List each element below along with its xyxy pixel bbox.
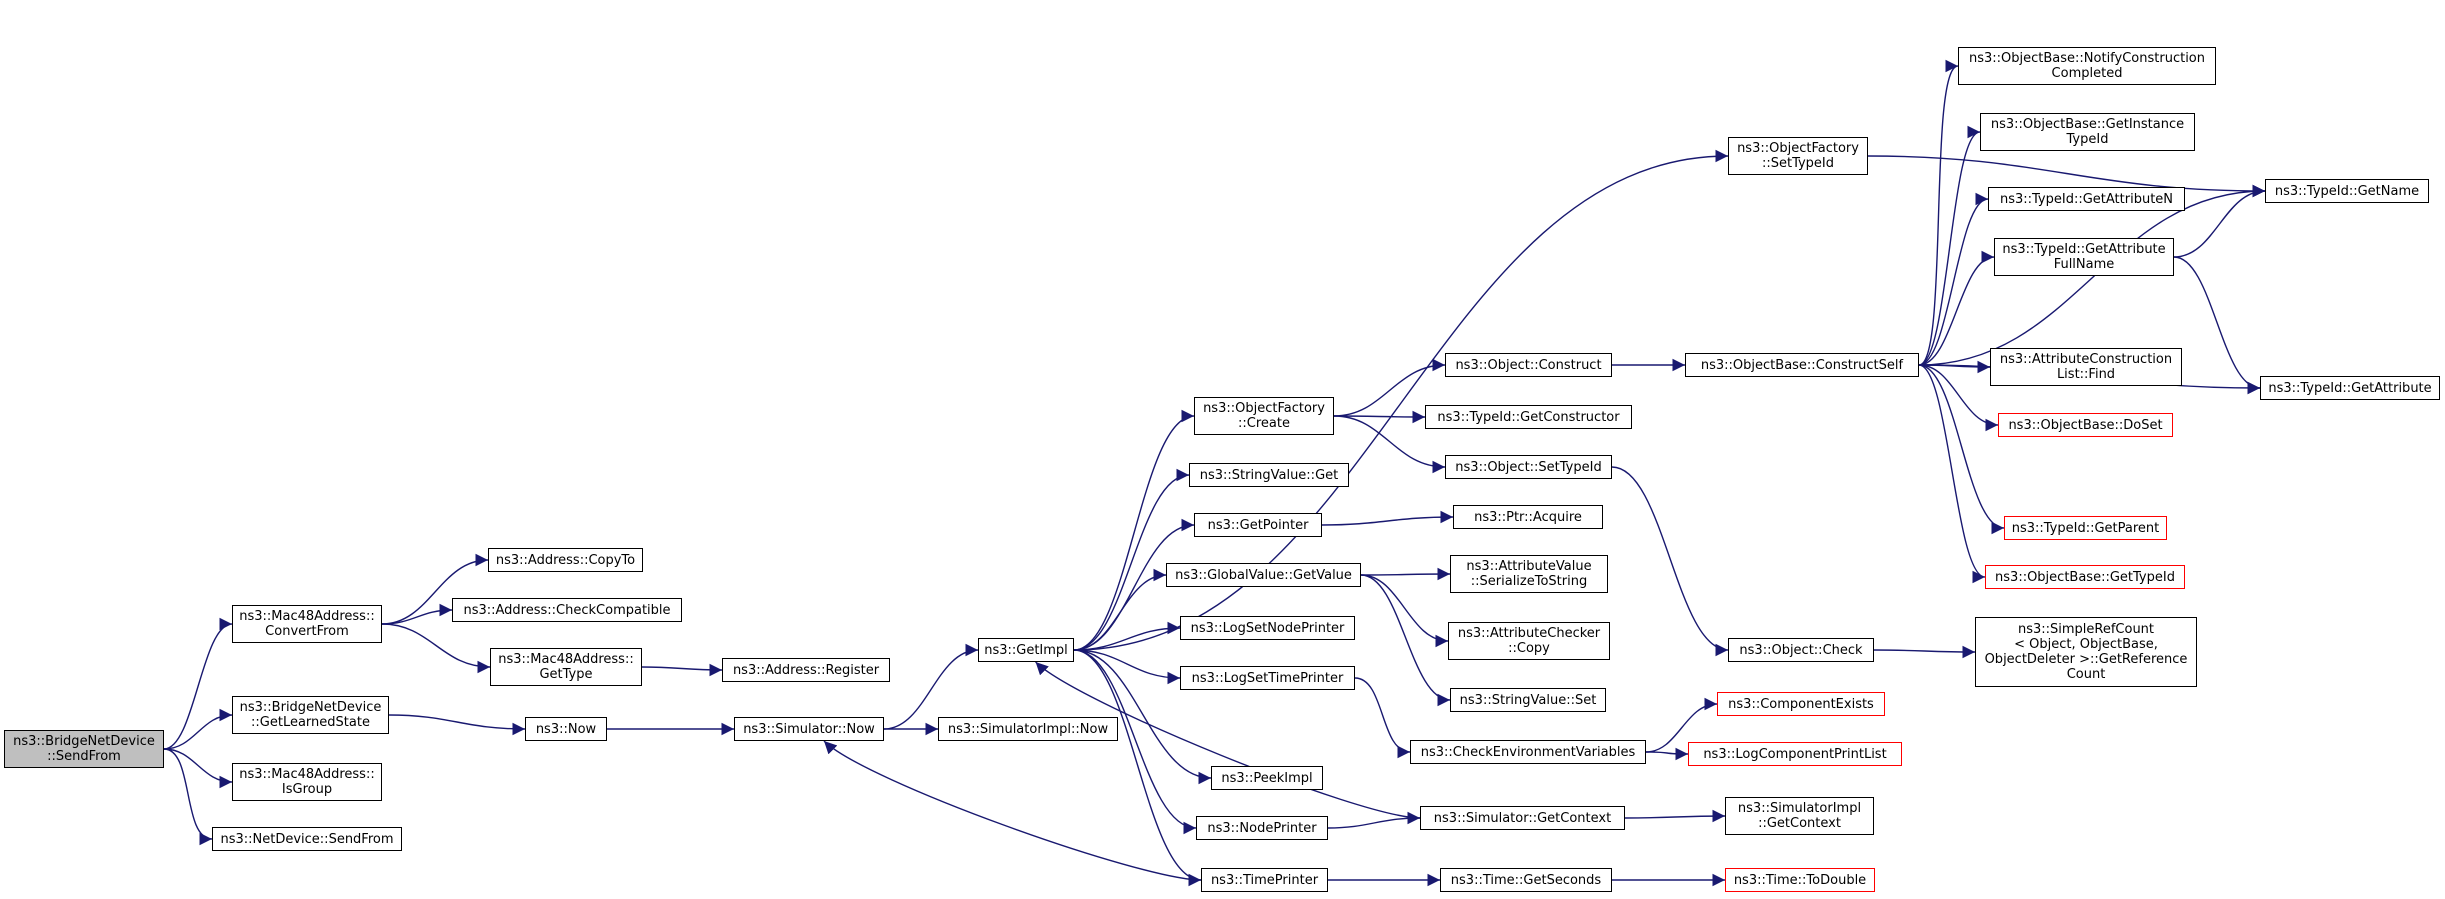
graph-node-peekimpl[interactable]: ns3::PeekImpl [1211, 766, 1323, 790]
graph-node-getlearnedstate[interactable]: ns3::BridgeNetDevice ::GetLearnedState [232, 696, 389, 734]
graph-node-getattributen[interactable]: ns3::TypeId::GetAttributeN [1988, 187, 2185, 211]
graph-edge [163, 748, 233, 789]
graph-node-getinstancetypeid[interactable]: ns3::ObjectBase::GetInstance TypeId [1980, 113, 2195, 151]
graph-node-convertfrom[interactable]: ns3::Mac48Address:: ConvertFrom [232, 605, 382, 643]
graph-edge [1918, 364, 2005, 535]
graph-edge [163, 748, 213, 846]
graph-node-obj-settypeid[interactable]: ns3::Object::SetTypeId [1445, 455, 1612, 479]
graph-edge [1073, 409, 1195, 651]
graph-edge [1918, 250, 1995, 366]
graph-edge [1918, 192, 1989, 366]
graph-node-constructself[interactable]: ns3::ObjectBase::ConstructSelf [1685, 353, 1919, 377]
graph-node-timeprinter[interactable]: ns3::TimePrinter [1201, 868, 1328, 892]
graph-edge [641, 663, 723, 677]
graph-edge [1918, 364, 1999, 432]
graph-edge [1873, 645, 1976, 659]
graph-edge [381, 553, 489, 625]
graph-edge [1073, 649, 1181, 685]
graph-node-of-create[interactable]: ns3::ObjectFactory ::Create [1194, 397, 1334, 435]
graph-node-serializetostring[interactable]: ns3::AttributeValue ::SerializeToString [1450, 555, 1608, 593]
graph-node-getpointer[interactable]: ns3::GetPointer [1194, 513, 1322, 537]
graph-edge [1360, 567, 1451, 581]
graph-node-sendfrom[interactable]: ns3::BridgeNetDevice ::SendFrom [4, 730, 164, 768]
graph-edge [1333, 410, 1426, 424]
graph-node-ptr-acquire[interactable]: ns3::Ptr::Acquire [1453, 505, 1603, 529]
graph-node-logsetnodeprinter[interactable]: ns3::LogSetNodePrinter [1180, 616, 1355, 640]
graph-node-attrconstructionlist-find[interactable]: ns3::AttributeConstruction List::Find [1990, 348, 2182, 386]
graph-node-nodeprinter[interactable]: ns3::NodePrinter [1196, 816, 1328, 840]
graph-edge [381, 623, 491, 674]
graph-edge [883, 643, 979, 730]
graph-node-netdevice-sendfrom[interactable]: ns3::NetDevice::SendFrom [212, 827, 402, 851]
graph-edge [1918, 59, 1959, 366]
graph-node-address-register[interactable]: ns3::Address::Register [722, 658, 890, 682]
graph-edge [1073, 468, 1190, 651]
graph-edge [2173, 256, 2261, 395]
graph-node-checkcompatible[interactable]: ns3::Address::CheckCompatible [452, 598, 682, 622]
graph-node-checker-copy[interactable]: ns3::AttributeChecker ::Copy [1448, 622, 1610, 660]
graph-edge [1073, 568, 1167, 651]
graph-edge [1918, 125, 1981, 366]
graph-edge [1867, 155, 2266, 198]
graph-edge [1073, 649, 1197, 835]
graph-edge [1354, 677, 1411, 759]
graph-node-stringvalue-set[interactable]: ns3::StringValue::Set [1450, 688, 1606, 712]
graph-node-obj-check[interactable]: ns3::Object::Check [1728, 638, 1874, 662]
graph-edge [823, 740, 1202, 881]
graph-edge [1073, 649, 1202, 887]
graph-edge [1321, 510, 1454, 526]
graph-node-now[interactable]: ns3::Now [525, 717, 607, 741]
graph-node-getimpl[interactable]: ns3::GetImpl [978, 638, 1074, 662]
graph-edge [1611, 466, 1729, 657]
graph-node-getparent[interactable]: ns3::TypeId::GetParent [2004, 516, 2167, 540]
graph-node-of-settypeid[interactable]: ns3::ObjectFactory ::SetTypeId [1728, 137, 1868, 175]
graph-node-mac-gettype[interactable]: ns3::Mac48Address:: GetType [490, 648, 642, 686]
graph-node-sim-getcontext[interactable]: ns3::Simulator::GetContext [1420, 806, 1625, 830]
graph-node-obj-construct[interactable]: ns3::Object::Construct [1445, 353, 1612, 377]
graph-node-typeid-getattribute[interactable]: ns3::TypeId::GetAttribute [2260, 376, 2440, 400]
graph-node-simplerefcount[interactable]: ns3::SimpleRefCount < Object, ObjectBase… [1975, 617, 2197, 687]
graph-node-logcomponentprintlist[interactable]: ns3::LogComponentPrintList [1688, 742, 1902, 766]
graph-node-getattributefullname[interactable]: ns3::TypeId::GetAttribute FullName [1994, 238, 2174, 276]
graph-edge [1645, 747, 1689, 761]
graph-edge [1327, 811, 1421, 829]
graph-edge [2173, 184, 2266, 258]
graph-node-time-todouble[interactable]: ns3::Time::ToDouble [1725, 868, 1875, 892]
graph-edge [1360, 574, 1449, 648]
graph-edge [381, 603, 453, 625]
graph-node-componentexists[interactable]: ns3::ComponentExists [1717, 692, 1885, 716]
graph-node-stringvalue-get[interactable]: ns3::StringValue::Get [1189, 463, 1349, 487]
graph-edge [1645, 697, 1718, 753]
graph-node-ob-gettypeid[interactable]: ns3::ObjectBase::GetTypeId [1985, 565, 2185, 589]
graph-node-getconstructor[interactable]: ns3::TypeId::GetConstructor [1425, 405, 1632, 429]
graph-node-checkenv[interactable]: ns3::CheckEnvironmentVariables [1410, 740, 1646, 764]
graph-edge [1333, 415, 1446, 474]
graph-node-gv-getvalue[interactable]: ns3::GlobalValue::GetValue [1166, 563, 1361, 587]
graph-node-doset[interactable]: ns3::ObjectBase::DoSet [1998, 413, 2173, 437]
graph-edge [1073, 518, 1195, 651]
graph-edge [1333, 358, 1446, 417]
graph-edge [388, 714, 526, 736]
graph-node-simimpl-getcontext[interactable]: ns3::SimulatorImpl ::GetContext [1725, 797, 1874, 835]
graph-node-typeid-getname[interactable]: ns3::TypeId::GetName [2265, 179, 2429, 203]
graph-edge [1073, 649, 1212, 785]
graph-edge [1624, 809, 1726, 823]
graph-node-logsettimeprinter[interactable]: ns3::LogSetTimePrinter [1180, 666, 1355, 690]
graph-node-copyto[interactable]: ns3::Address::CopyTo [488, 548, 643, 572]
graph-edge [1918, 364, 1986, 584]
graph-edge [163, 708, 233, 750]
graph-edge [1073, 621, 1181, 651]
graph-node-isgroup[interactable]: ns3::Mac48Address:: IsGroup [232, 763, 382, 801]
graph-edge [1918, 184, 2266, 366]
graph-node-simimpl-now[interactable]: ns3::SimulatorImpl::Now [938, 717, 1118, 741]
graph-edge [1035, 661, 1421, 819]
graph-node-time-getseconds[interactable]: ns3::Time::GetSeconds [1440, 868, 1612, 892]
graph-node-notifyconstruction[interactable]: ns3::ObjectBase::NotifyConstruction Comp… [1958, 47, 2216, 85]
graph-edge [1360, 574, 1451, 707]
graph-edge [163, 617, 233, 750]
graph-node-sim-now[interactable]: ns3::Simulator::Now [734, 717, 884, 741]
